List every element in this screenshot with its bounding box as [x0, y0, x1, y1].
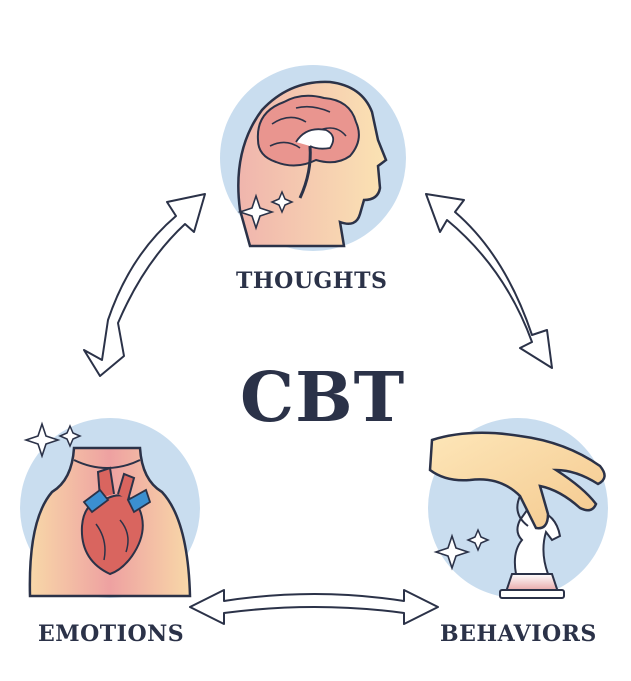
head-brain-icon [220, 65, 406, 251]
node-label-emotions: EMOTIONS [38, 621, 185, 647]
hand-chess-knight-icon [428, 418, 608, 599]
heart-torso-icon [20, 418, 200, 598]
node-label-thoughts: THOUGHTS [236, 268, 388, 294]
arrow-thoughts-emotions [83, 193, 206, 377]
diagram-title: CBT [240, 358, 406, 438]
arrow-emotions-behaviors [189, 589, 439, 625]
arrow-thoughts-behaviors [425, 193, 553, 369]
node-label-behaviors: BEHAVIORS [440, 621, 597, 647]
